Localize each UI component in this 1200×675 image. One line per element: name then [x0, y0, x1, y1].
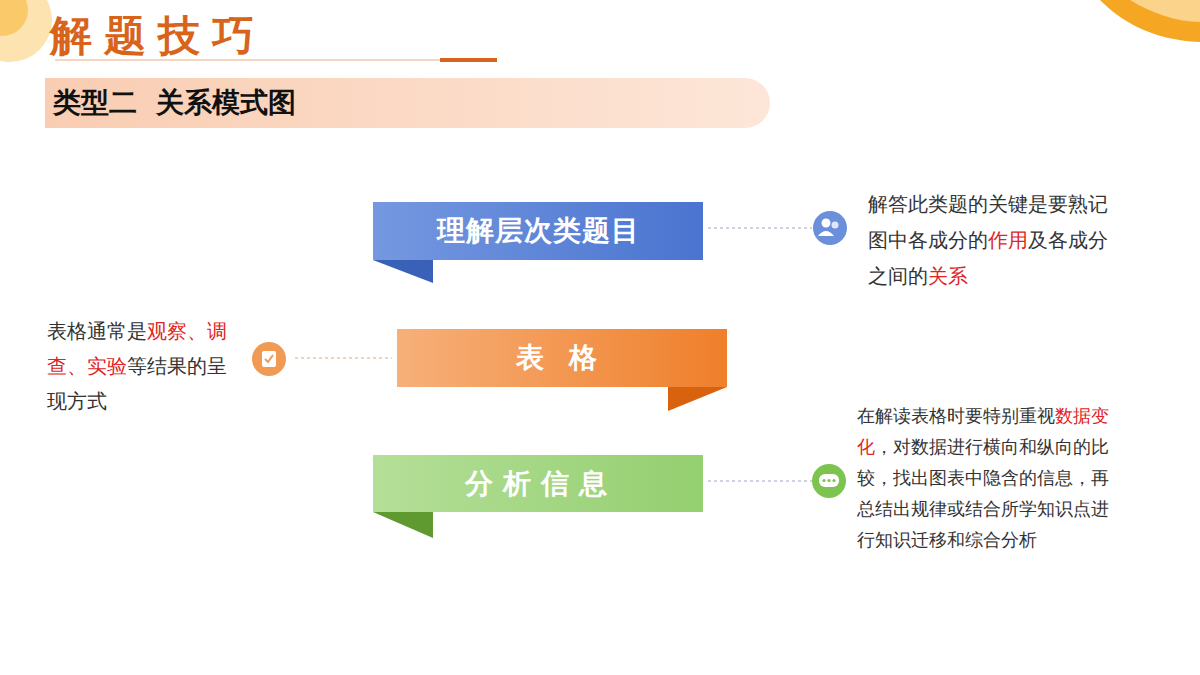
corner-circle	[0, 0, 52, 62]
callout-run: 表格通常是	[47, 319, 147, 343]
leader-line	[708, 481, 812, 482]
leader-line	[708, 228, 812, 229]
heading-band: 类型二 关系模式图	[45, 78, 745, 128]
title-underline-accent	[440, 58, 497, 62]
callout-text: 在解读表格时要特别重视数据变化，对数据进行横向和纵向的比较，找出图表中隐含的信息…	[857, 400, 1119, 555]
ribbon-fold	[668, 387, 727, 411]
leader-line	[295, 358, 392, 359]
chat-icon	[822, 479, 825, 482]
node-label: 表格	[516, 339, 622, 377]
chat-icon	[827, 479, 830, 482]
corner-wave	[1130, 0, 1200, 22]
callout-text: 表格通常是观察、调查、实验等结果的呈现方式	[47, 314, 239, 419]
person-icon	[832, 222, 839, 229]
clipboard-icon	[262, 351, 276, 367]
chat-icon	[819, 474, 839, 487]
callout-run: 关系	[928, 264, 968, 288]
corner-wave	[1100, 0, 1200, 42]
ribbon-box: 理解层次类题目	[373, 202, 703, 260]
person-icon	[818, 231, 834, 236]
callout-text: 解答此类题的关键是要熟记图中各成分的作用及各成分之间的关系	[868, 186, 1118, 294]
chat-icon	[832, 479, 835, 482]
ribbon-box: 分析信息	[373, 455, 703, 512]
node-label: 类型二 关系模式图	[53, 84, 297, 122]
ribbon-fold	[373, 260, 433, 283]
icon-circle	[813, 211, 847, 245]
ribbon-fold	[373, 512, 433, 538]
callout-run: 在解读表格时要特别重视	[857, 405, 1055, 426]
node-label: 分析信息	[465, 465, 616, 503]
heading-band-shape	[45, 78, 770, 128]
icon-circle	[252, 342, 286, 376]
callout-run: 作用	[988, 228, 1028, 252]
callout-run: ，对数据进行横向和纵向的比较，找出图表中隐含的信息，再总结出规律或结合所学知识点…	[857, 436, 1109, 550]
icon-circle	[812, 464, 846, 498]
page-title: 解题技巧	[50, 8, 266, 64]
ribbon-box: 表格	[397, 329, 727, 387]
clipboard-icon	[265, 355, 273, 362]
corner-circle	[0, 0, 28, 36]
person-icon	[822, 219, 831, 228]
node-label: 理解层次类题目	[437, 212, 640, 250]
